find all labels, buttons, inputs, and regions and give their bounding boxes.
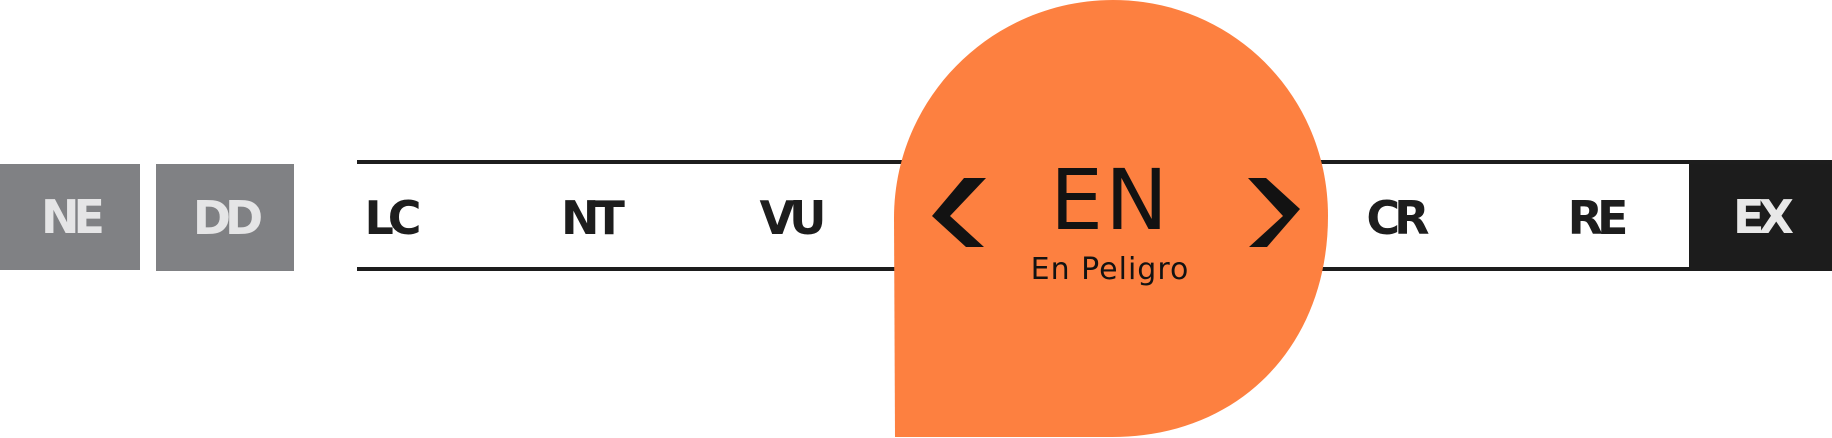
- category-cr[interactable]: CR: [1360, 168, 1430, 268]
- category-code: LC: [364, 191, 421, 245]
- chevron-left-icon: [932, 178, 986, 247]
- category-vu[interactable]: VU: [755, 168, 827, 268]
- category-nt[interactable]: NT: [555, 168, 625, 268]
- category-ne[interactable]: NE: [0, 164, 140, 270]
- category-code: RE: [1567, 191, 1629, 245]
- category-re[interactable]: RE: [1560, 168, 1630, 268]
- category-code: VU: [759, 191, 827, 245]
- category-dd[interactable]: DD: [156, 164, 294, 271]
- category-lc[interactable]: LC: [360, 168, 421, 268]
- category-code: CR: [1366, 191, 1429, 245]
- category-ex[interactable]: EX: [1689, 164, 1832, 270]
- category-code: EX: [1733, 190, 1794, 244]
- category-code: NT: [561, 191, 625, 245]
- chevron-right-icon: [1248, 178, 1300, 247]
- category-code: DD: [192, 190, 263, 245]
- selected-category-label: En Peligro: [1030, 252, 1190, 287]
- next-button[interactable]: [1242, 178, 1306, 254]
- selected-category-code: EN: [1050, 151, 1170, 249]
- previous-button[interactable]: [932, 178, 996, 254]
- category-code: NE: [41, 190, 105, 244]
